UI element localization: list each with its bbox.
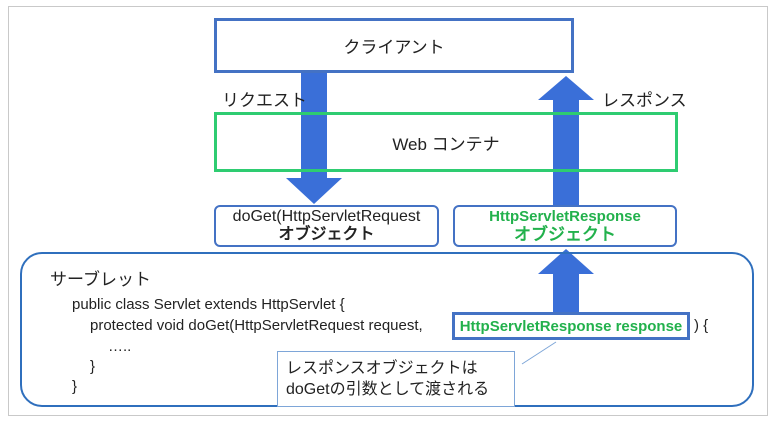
code-line-class-close: } — [72, 378, 78, 395]
web-container-box: Web コンテナ — [214, 112, 678, 172]
response-object-line2: オブジェクト — [514, 225, 616, 244]
code-line-ellipsis: ….. — [108, 338, 132, 355]
servlet-title: サーブレット — [50, 270, 151, 289]
response-object-line1: HttpServletResponse — [489, 208, 641, 225]
param-to-response-arrow — [538, 249, 594, 312]
callout-pointer-line — [521, 341, 557, 365]
web-container-label: Web コンテナ — [392, 134, 500, 154]
response-arrow — [538, 76, 594, 206]
code-line-end: ) { — [694, 317, 709, 334]
client-label: クライアント — [343, 38, 445, 57]
response-object-box: HttpServletResponse オブジェクト — [453, 205, 677, 247]
code-line-method: protected void doGet(HttpServletRequest … — [90, 317, 423, 334]
request-object-line1: doGet(HttpServletRequest — [232, 208, 421, 225]
request-label: リクエスト — [222, 91, 307, 110]
code-line-class: public class Servlet extends HttpServlet… — [72, 296, 345, 313]
diagram-frame — [8, 6, 768, 416]
request-object-box: doGet(HttpServletRequest オブジェクト — [214, 205, 439, 247]
callout-line1: レスポンスオブジェクトは — [286, 360, 478, 377]
callout-line2: doGetの引数として渡される — [286, 381, 490, 398]
response-label: レスポンス — [602, 91, 687, 110]
request-object-line2: オブジェクト — [278, 226, 375, 243]
client-box: クライアント — [214, 18, 574, 73]
request-arrow — [286, 73, 342, 204]
code-line-method-close: } — [90, 358, 96, 375]
callout-box: レスポンスオブジェクトは doGetの引数として渡される — [277, 351, 515, 407]
response-param-highlight: HttpServletResponse response — [452, 312, 690, 340]
